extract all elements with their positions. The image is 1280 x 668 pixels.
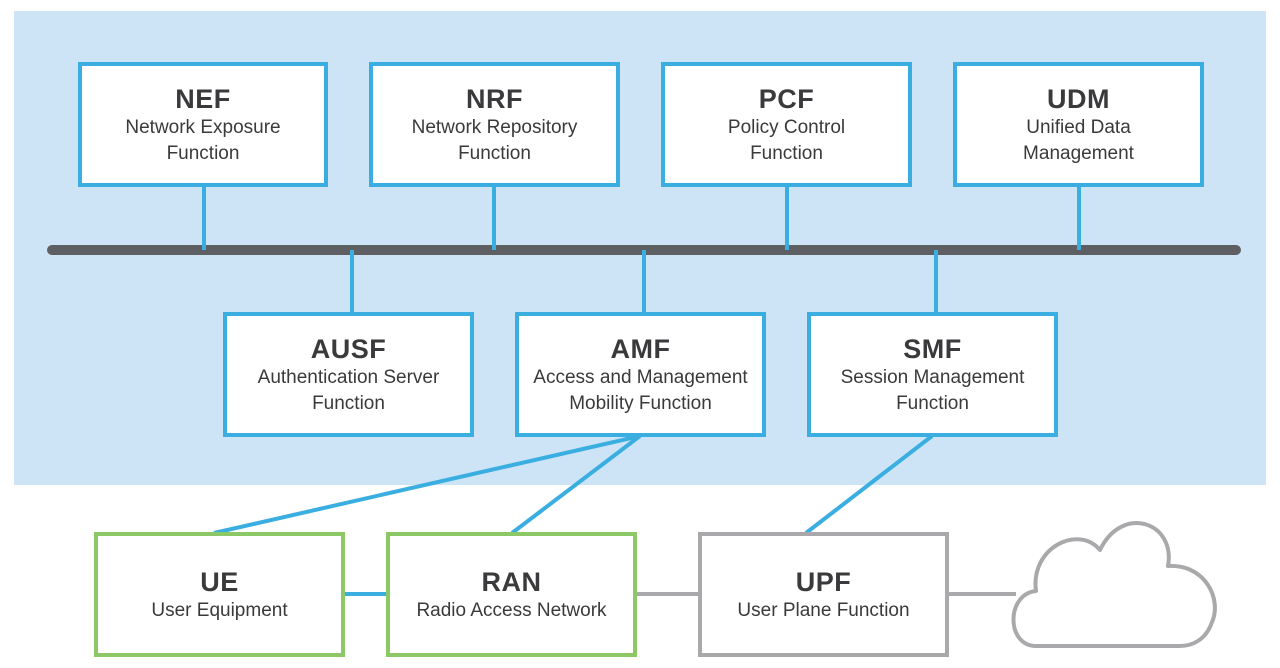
ue-abbr: UE: [200, 566, 239, 597]
ue-name: User Equipment: [151, 599, 288, 621]
ue-box: UE User Equipment: [94, 532, 345, 657]
upf-abbr: UPF: [795, 566, 852, 597]
nrf-name-line2: Function: [458, 142, 531, 164]
ran-box: RAN Radio Access Network: [386, 532, 637, 657]
amf-ran-link: [510, 434, 642, 535]
upf-box: UPF User Plane Function: [698, 532, 949, 657]
ausf-abbr: AUSF: [310, 333, 387, 364]
smf-abbr: SMF: [903, 333, 962, 364]
amf-abbr: AMF: [610, 333, 671, 364]
amf-ue-link: [213, 434, 641, 535]
pcf-box: PCF Policy Control Function: [661, 62, 912, 187]
pcf-name-line2: Function: [750, 142, 823, 164]
nef-box: NEF Network Exposure Function: [78, 62, 328, 187]
ausf-name-line1: Authentication Server: [257, 366, 440, 388]
nef-name-line2: Function: [166, 142, 240, 164]
smf-upf-link: [804, 434, 934, 535]
smf-name-line1: Session Management: [840, 366, 1025, 388]
nrf-name-line1: Network Repository: [411, 116, 578, 138]
ran-abbr: RAN: [481, 566, 542, 597]
udm-name-line1: Unified Data: [1026, 116, 1131, 138]
upf-name: User Plane Function: [737, 599, 910, 621]
nef-name-line1: Network Exposure: [125, 116, 281, 138]
amf-name-line1: Access and Management: [533, 366, 748, 388]
ausf-name-line2: Function: [312, 392, 385, 414]
pcf-abbr: PCF: [758, 83, 815, 114]
nrf-abbr: NRF: [466, 83, 523, 114]
smf-box: SMF Session Management Function: [807, 312, 1058, 437]
ran-name: Radio Access Network: [416, 599, 607, 621]
cloud-icon: [1011, 521, 1217, 648]
amf-name-line2: Mobility Function: [569, 392, 712, 414]
udm-box: UDM Unified Data Management: [953, 62, 1204, 187]
amf-box: AMF Access and Management Mobility Funct…: [515, 312, 766, 437]
ausf-box: AUSF Authentication Server Function: [223, 312, 474, 437]
udm-abbr: UDM: [1047, 83, 1110, 114]
smf-name-line2: Function: [896, 392, 969, 414]
udm-name-line2: Management: [1023, 142, 1134, 164]
nrf-box: NRF Network Repository Function: [369, 62, 620, 187]
nef-abbr: NEF: [175, 83, 231, 114]
pcf-name-line1: Policy Control: [727, 116, 846, 138]
